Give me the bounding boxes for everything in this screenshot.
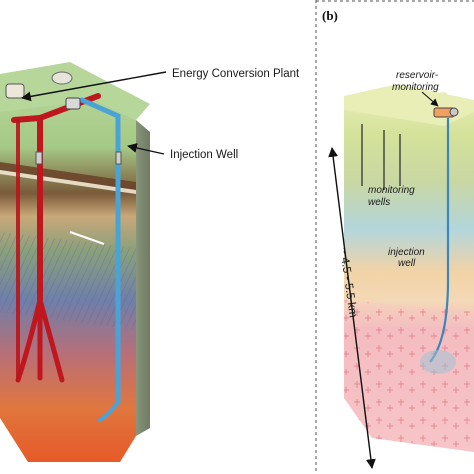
panel-b-tag: (b) [322,8,338,23]
fractured-layer [0,232,136,330]
panel-a-block [0,62,150,462]
label-injection-well: Injection Well [170,149,238,161]
injection-well-pipe [79,97,121,422]
label-reservoir-monitoring-1: reservoir- [396,70,439,81]
label-energy-conversion-plant: Energy Conversion Plant [172,68,300,80]
label-reservoir-monitoring-2: monitoring [392,82,439,93]
label-monitoring-wells-1: monitoring [368,185,415,196]
label-injection-well-b-1: injection [388,247,425,258]
surface-top [0,62,150,120]
panel-b-block [344,84,474,452]
injection-leader-arrow [127,143,165,155]
reservoir-leader-arrow [421,91,439,107]
label-monitoring-wells-2: wells [368,197,390,208]
plant-leader-arrow [21,71,167,102]
energy-plant-equipment [5,71,122,165]
depth-arrow [328,147,376,469]
label-injection-well-b-2: well [398,258,416,269]
